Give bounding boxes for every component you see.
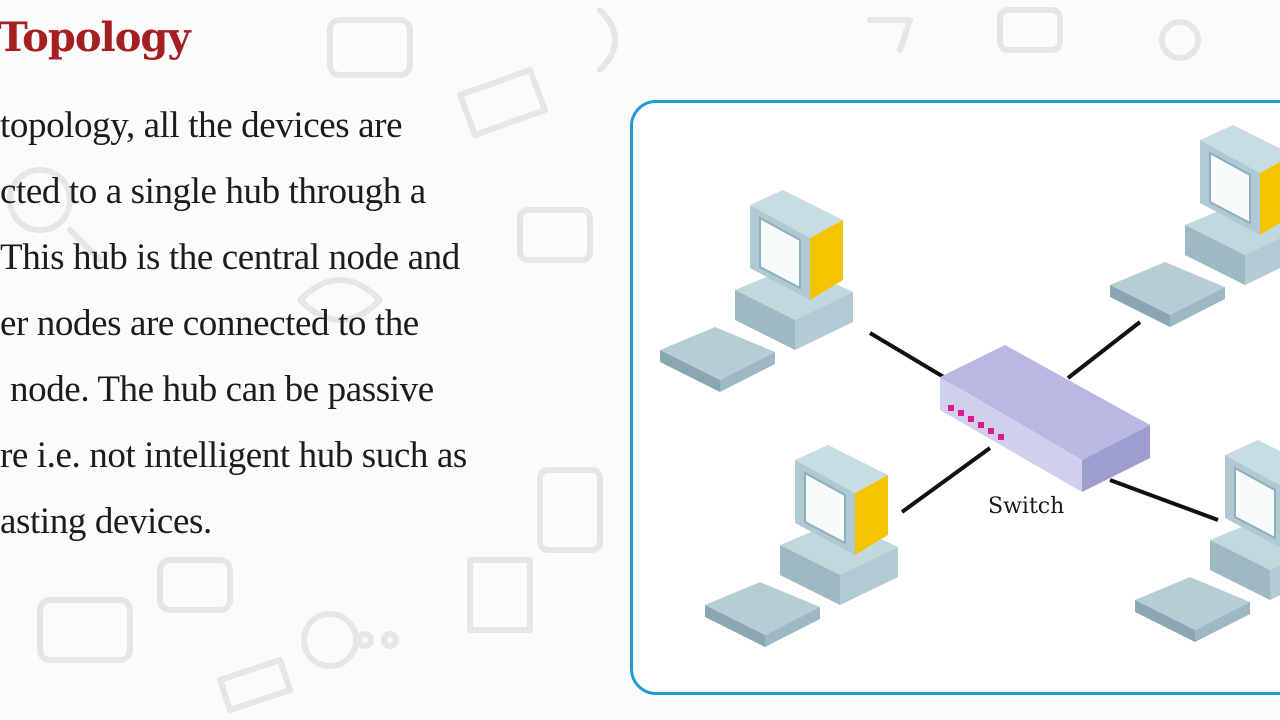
cable-bottom-left: [900, 446, 992, 514]
body-line-4: er nodes are connected to the: [0, 303, 419, 344]
computer-bottom-left: [704, 444, 899, 648]
body-line-1: topology, all the devices are: [0, 105, 403, 146]
computer-bottom-right: [1134, 439, 1280, 643]
switch-label: Switch: [988, 494, 1064, 519]
slide-title: Topology: [0, 14, 191, 61]
computer-top-right: [1109, 124, 1280, 328]
cable-top-left: [868, 331, 954, 384]
body-line-3: This hub is the central node and: [0, 237, 460, 278]
cable-top-right: [1066, 320, 1142, 380]
body-line-2: cted to a single hub through a: [0, 171, 426, 212]
star-topology-diagram: Switch: [630, 100, 1280, 695]
cable-bottom-right: [1109, 478, 1219, 522]
body-line-5: node. The hub can be passive: [10, 369, 434, 410]
diagram-canvas: Switch: [659, 124, 1280, 648]
switch-port-lights: [948, 405, 1004, 440]
body-line-6: re i.e. not intelligent hub such as: [0, 435, 467, 476]
computer-top-left: [659, 189, 854, 393]
switch-hub: [940, 345, 1150, 492]
body-line-7: asting devices.: [0, 501, 212, 542]
